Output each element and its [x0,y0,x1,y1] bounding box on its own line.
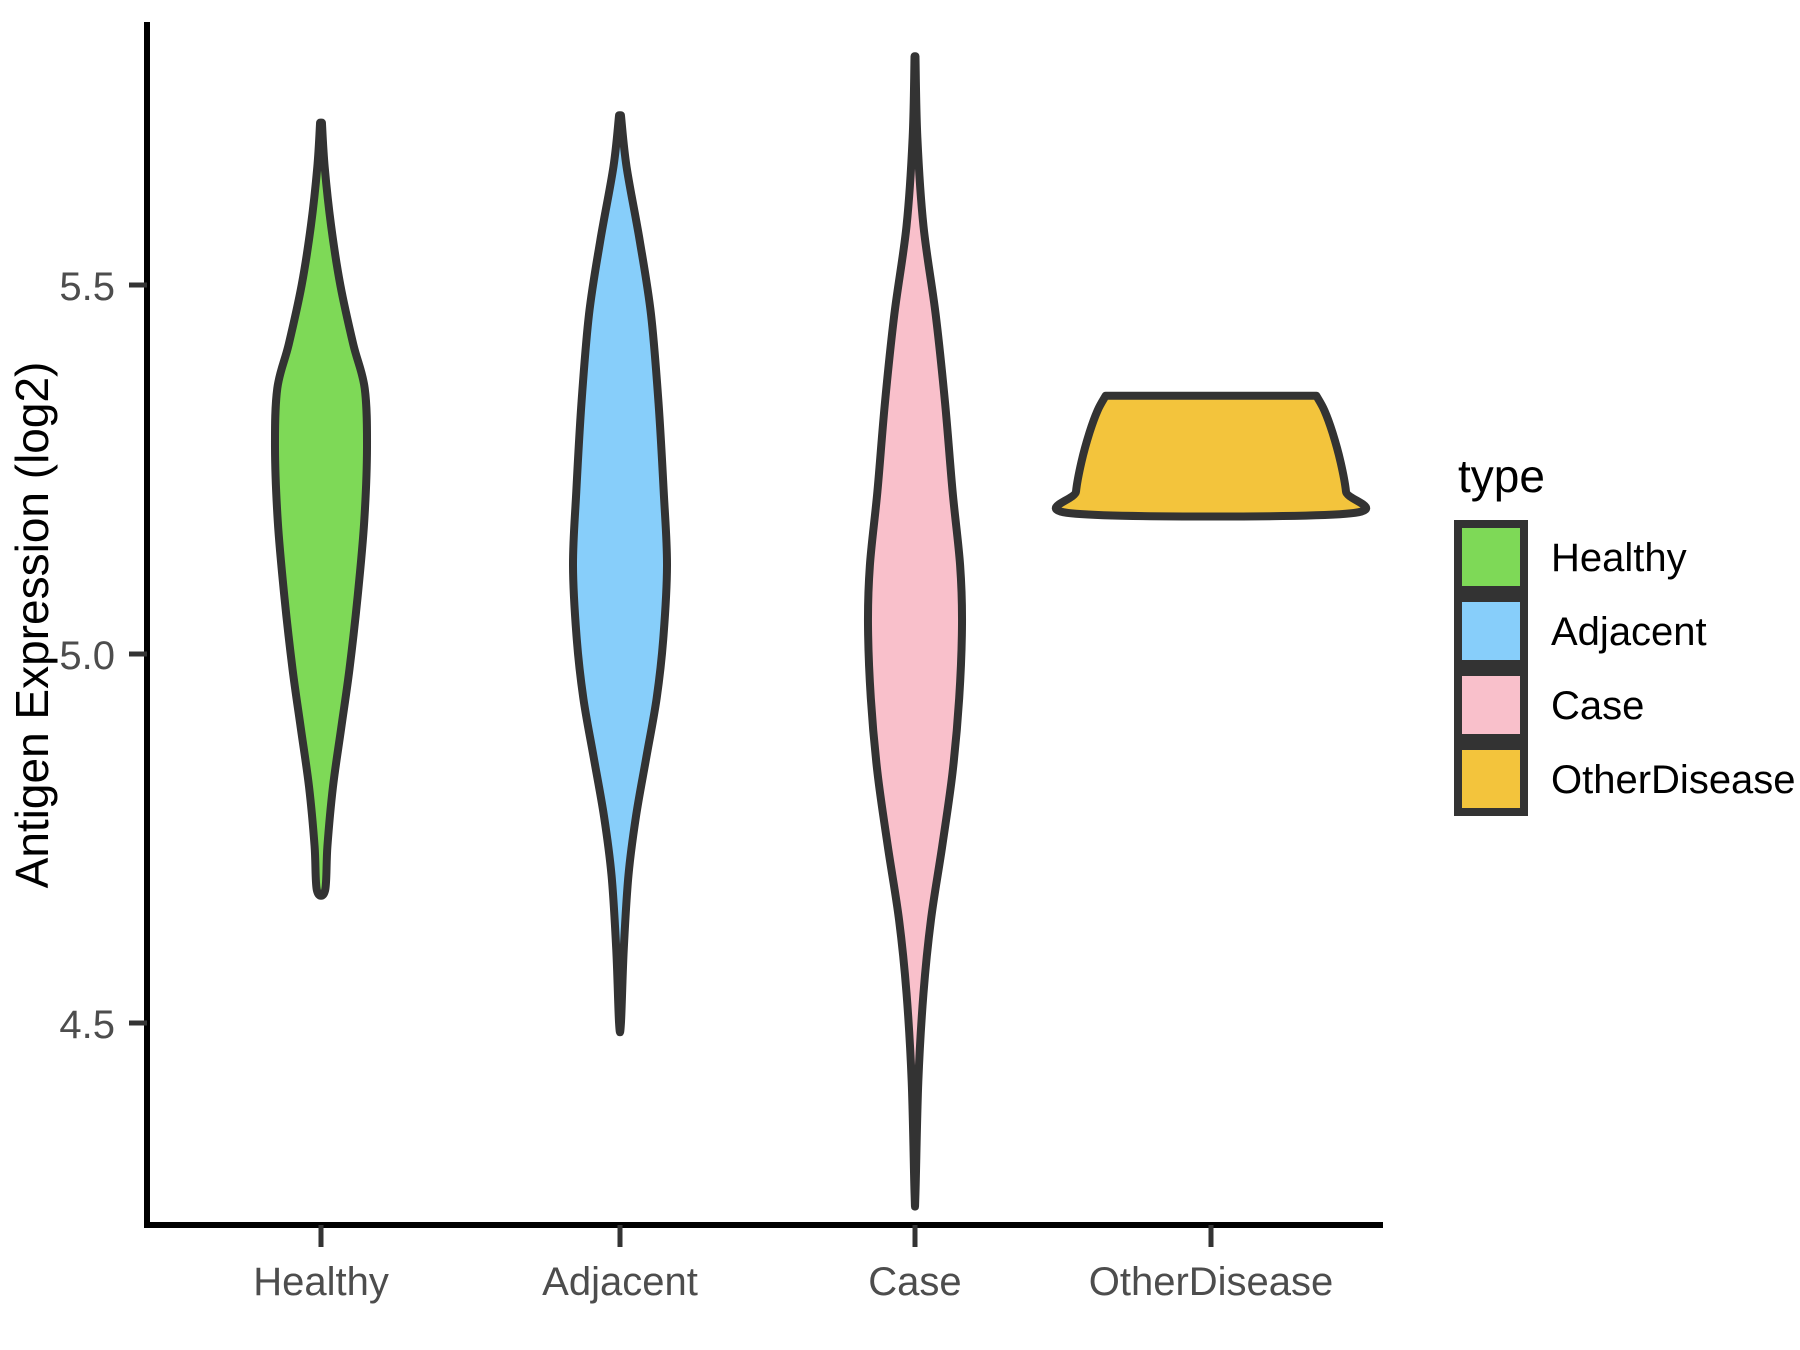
x-tick-label-case: Case [868,1260,961,1304]
violin-otherdisease[interactable] [1051,391,1371,521]
y-tick-label-4-5: 4.5 [59,1003,115,1047]
legend-key-healthy[interactable] [1454,520,1528,594]
y-tick-label-5-5: 5.5 [59,265,115,309]
legend-title: type [1458,450,1545,502]
legend-label-case: Case [1551,684,1644,728]
x-tick-label-adjacent: Adjacent [542,1260,698,1304]
violin-case[interactable] [863,52,967,1211]
violin-group [270,52,1371,1211]
legend-label-healthy: Healthy [1551,536,1687,580]
legend-label-adjacent: Adjacent [1551,610,1707,654]
y-tick-label-5-0: 5.0 [59,634,115,678]
violin-healthy[interactable] [270,118,372,900]
x-tick-label-healthy: Healthy [253,1260,389,1304]
y-axis-title: Antigen Expression (log2) [6,362,58,889]
legend-key-otherdisease[interactable] [1454,742,1528,816]
legend: type Healthy Adjacent Case OtherDisease [1454,450,1796,816]
violin-adjacent[interactable] [568,111,672,1037]
legend-key-adjacent[interactable] [1454,594,1528,668]
x-tick-label-otherdisease: OtherDisease [1089,1260,1334,1304]
legend-label-otherdisease: OtherDisease [1551,758,1796,802]
legend-key-case[interactable] [1454,668,1528,742]
